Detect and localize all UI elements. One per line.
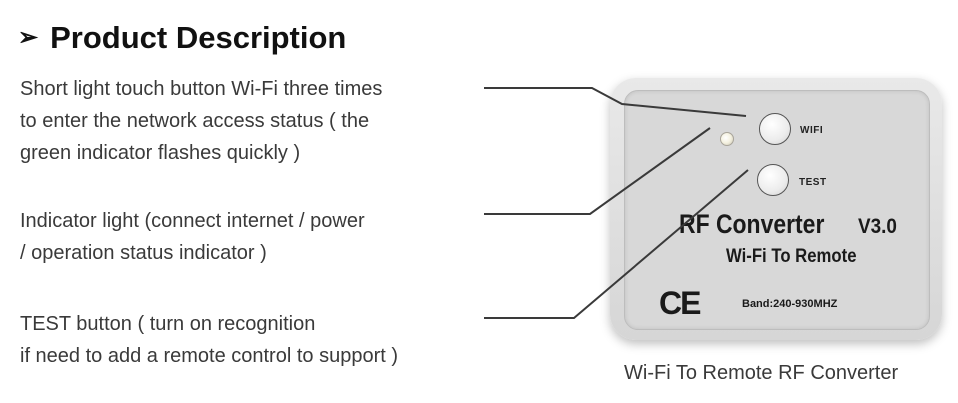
product-caption: Wi-Fi To Remote RF Converter [624,362,899,384]
test-button-circle [757,164,789,196]
arrow-bullet-icon: ➢ [18,23,39,51]
test-description-line-1: TEST button ( turn on recognition [20,313,316,335]
wifi-button-circle [759,113,791,145]
indicator-light-description: Indicator light (connect internet / powe… [20,205,365,269]
section-title: Product Description [50,20,347,55]
wifi-description-line-3: green indicator flashes quickly ) [20,142,301,164]
test-description-line-2: if need to add a remote control to suppo… [20,345,398,367]
indicator-description-line-1: Indicator light (connect internet / powe… [20,210,365,232]
device-face: WIFI TEST RF Converter V3.0 Wi-Fi To Rem… [624,90,930,330]
rf-converter-device: WIFI TEST RF Converter V3.0 Wi-Fi To Rem… [610,78,942,340]
wifi-description-line-1: Short light touch button Wi-Fi three tim… [20,78,383,100]
wifi-button-description: Short light touch button Wi-Fi three tim… [20,73,382,169]
indicator-description-line-2: / operation status indicator ) [20,242,267,264]
device-version: V3.0 [858,215,897,238]
indicator-light [720,132,734,146]
device-title: RF Converter [679,209,825,239]
test-button-description: TEST button ( turn on recognition if nee… [20,308,398,372]
wifi-button-label: WIFI [800,125,824,136]
wifi-description-line-2: to enter the network access status ( the [20,110,370,132]
device-subtitle: Wi-Fi To Remote [726,246,857,267]
band-label: Band:240-930MHZ [742,298,838,310]
test-button-label: TEST [799,177,827,188]
ce-mark-icon: CE [659,285,701,321]
section-heading: ➢ Product Description [18,20,346,56]
